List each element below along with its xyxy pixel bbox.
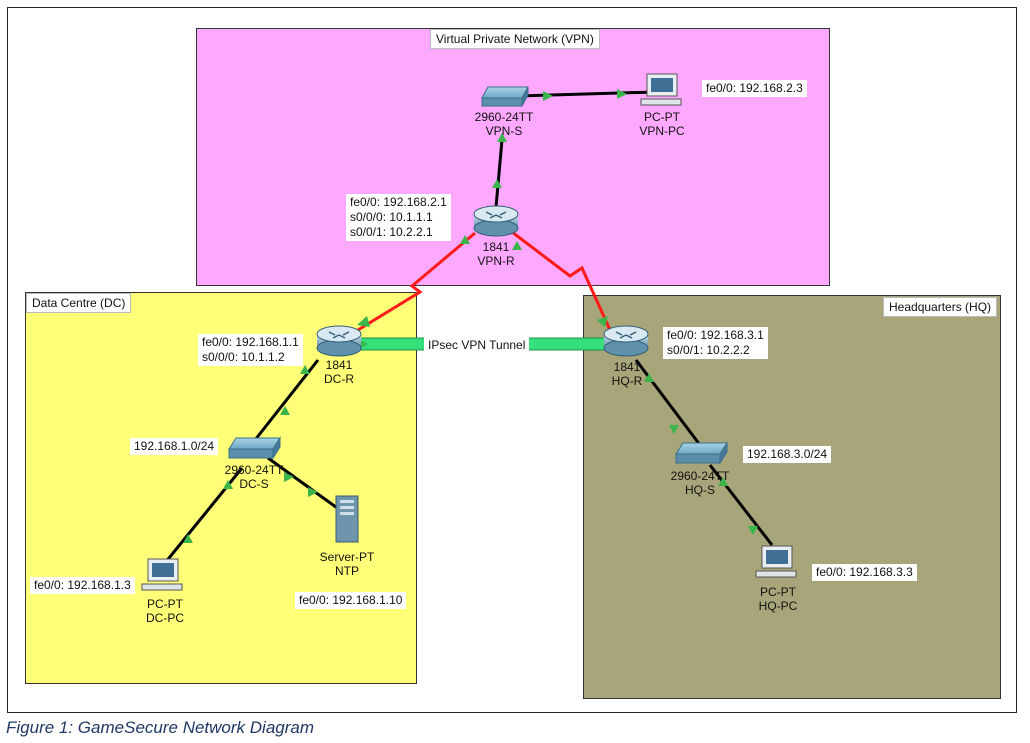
server-ntp-icon [335,495,359,543]
ipsec-tunnel-label: IPsec VPN Tunnel [424,337,530,353]
router-hq-r-icon [603,325,649,357]
pc-dc-pc-icon [141,558,183,591]
hq-area [583,295,1001,699]
vpn-area [196,28,830,286]
figure-caption: Figure 1: GameSecure Network Diagram [6,718,315,737]
link-status-indicators [183,89,758,543]
link-vpnr-dcr [357,231,476,332]
vpn-r-ip-label: fe0/0: 192.168.2.1 s0/0/0: 10.1.1.1 s0/0… [346,194,451,241]
switch-hq-s-icon [675,441,728,465]
vpn-area-title: Virtual Private Network (VPN) [430,29,600,49]
dc-pc-ip-label: fe0/0: 192.168.1.3 [30,577,135,594]
link-vpns-vpnr [494,139,504,208]
dc-network-label: 192.168.1.0/24 [130,438,219,455]
pc-vpn-pc-icon [640,73,682,106]
hq-area-title: Headquarters (HQ) [883,297,998,317]
dc-area-title: Data Centre (DC) [26,293,132,313]
dc-r-ip-label: fe0/0: 192.168.1.1 s0/0/0: 10.1.1.2 [198,334,303,366]
hq-r-ip-label: fe0/0: 192.168.3.1 s0/0/1: 10.2.2.2 [663,327,768,359]
switch-vpn-s-icon [481,86,529,107]
link-hqr-hqs [634,359,702,446]
hq-pc-ip-label: fe0/0: 192.168.3.3 [812,564,917,581]
router-dc-r-icon [316,325,362,357]
switch-dc-s-icon [228,436,281,460]
link-vpnr-hqr [511,230,612,331]
pc-hq-pc-icon [755,545,797,578]
router-vpn-r-icon [473,205,519,237]
link-vpns-vpnpc [516,90,656,98]
link-hqs-hqpc [708,464,774,546]
vpn-pc-ip-label: fe0/0: 192.168.2.3 [702,80,807,97]
ntp-ip-label: fe0/0: 192.168.1.10 [295,592,407,609]
hq-network-label: 192.168.3.0/24 [743,446,832,463]
link-dcs-ntp [267,456,341,512]
